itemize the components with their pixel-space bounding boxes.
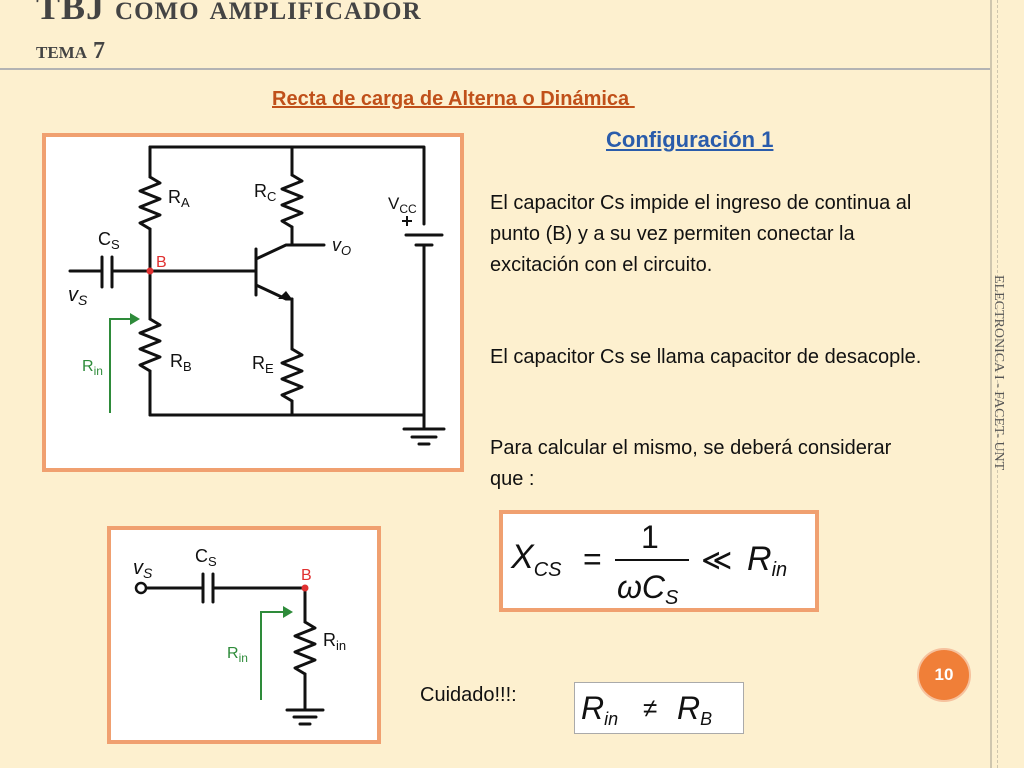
formula-lhs: XCS: [510, 538, 562, 581]
re-resistor: [280, 347, 304, 403]
cs-label: CS: [195, 546, 217, 569]
slide-subtitle: tema 7: [36, 38, 105, 64]
node-b-label: B: [156, 254, 167, 271]
paragraph-3: Para calcular el mismo, se deberá consid…: [490, 437, 892, 490]
top-rail-wire: [148, 145, 426, 226]
inequality-formula-box: Rin ≠ RB: [574, 682, 744, 734]
rin-resistor: [293, 620, 317, 676]
ra-label: RA: [168, 187, 190, 210]
rin-arrow-icon: [283, 606, 293, 618]
slide-title: TBJ como amplificador: [36, 0, 422, 27]
transistor-collector: [254, 243, 294, 261]
rc-label: RC: [254, 181, 276, 204]
emitter-arrow-icon: [278, 291, 292, 299]
reactance-formula-svg: XCS = 1 ωCS ≪ Rin: [510, 519, 787, 609]
rin-arrow-label: Rin: [227, 645, 248, 665]
title-divider: [0, 68, 990, 70]
vs-label: vS: [133, 557, 153, 581]
node-b-dot: [301, 584, 309, 592]
inequality-lhs: Rin: [581, 690, 618, 729]
inequality-relation: ≠: [643, 693, 657, 723]
rb-label: RB: [170, 351, 192, 374]
rin-arrow-icon: [130, 313, 140, 325]
cs-right-wire: [211, 586, 307, 624]
amplifier-circuit-svg: RA RC VCC CS B vO vS Rin RB RE: [68, 145, 446, 446]
node-b-label: B: [301, 567, 312, 584]
bottom-rail-wire: [148, 413, 426, 429]
formula-denominator: ωCS: [617, 569, 679, 608]
rc-resistor: [280, 173, 304, 229]
formula-relation: ≪: [701, 544, 732, 577]
right-divider: [990, 0, 992, 768]
rb-resistor: [138, 317, 162, 373]
page-number-badge: 10: [917, 648, 971, 702]
formula-equals: =: [583, 541, 602, 577]
side-vertical-text: ELECTRONICA I - FACET- UNT: [991, 275, 1006, 471]
paragraph-1: El capacitor Cs impide el ingreso de con…: [490, 192, 912, 276]
inequality-rhs: RB: [677, 690, 712, 729]
right-decoration: [997, 0, 1008, 768]
reactance-formula-box: XCS = 1 ωCS ≪ Rin: [499, 510, 819, 612]
amplifier-circuit-diagram: RA RC VCC CS B vO vS Rin RB RE: [42, 133, 464, 472]
configuration-heading: Configuración 1: [606, 127, 774, 152]
vo-label: vO: [332, 235, 351, 258]
node-b-dot: [146, 267, 154, 275]
vcc-label: VCC: [388, 194, 417, 216]
rin-arrow-line: [109, 318, 138, 413]
formula-numerator: 1: [641, 519, 659, 555]
ra-resistor: [138, 175, 162, 231]
formula-rhs: Rin: [747, 540, 787, 581]
re-label: RE: [252, 353, 274, 376]
inequality-formula-svg: Rin ≠ RB: [581, 690, 712, 729]
vs-terminal-icon: [134, 581, 148, 595]
rin-label: Rin: [323, 630, 346, 653]
rin-label: Rin: [82, 358, 103, 378]
warning-label: Cuidado!!!:: [420, 684, 517, 706]
input-equivalent-circuit-diagram: CS vS B Rin Rin: [107, 526, 381, 744]
rin-arrow-line: [260, 611, 289, 700]
input-equivalent-circuit-svg: CS vS B Rin Rin: [133, 546, 346, 726]
vs-label: vS: [68, 284, 88, 308]
cs-label: CS: [98, 229, 120, 252]
paragraph-2: El capacitor Cs se llama capacitor de de…: [490, 346, 922, 368]
section-heading: Recta de carga de Alterna o Dinámica: [272, 88, 635, 110]
